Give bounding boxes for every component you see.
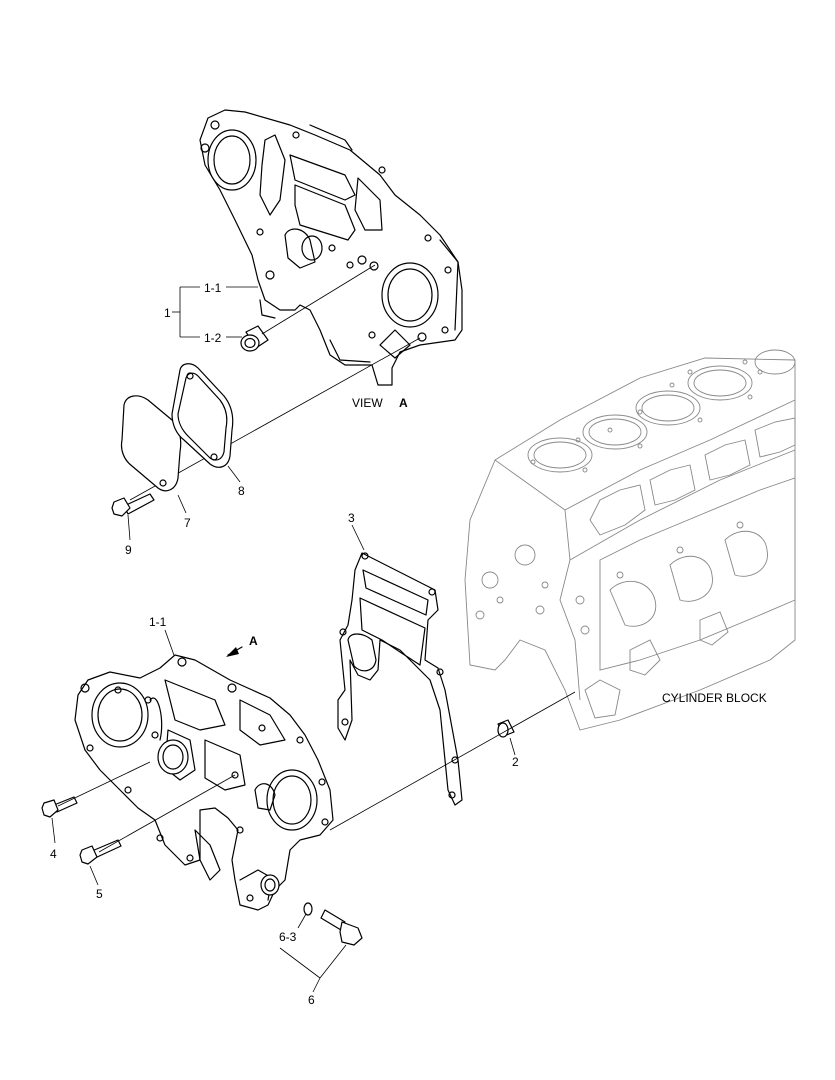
label-1-1-top: 1-1 (204, 281, 222, 295)
view-label: VIEW (352, 396, 383, 410)
bolt-5 (79, 839, 122, 865)
dowel-pin-2 (497, 719, 515, 738)
view-letter: A (399, 396, 408, 410)
label-5: 5 (96, 887, 103, 901)
label-1-1-bottom: 1-1 (149, 615, 167, 629)
cover-plate-7 (120, 395, 182, 492)
bolt-4 (41, 796, 78, 818)
o-ring-6-3 (303, 902, 313, 916)
label-1-2: 1-2 (204, 331, 222, 345)
label-8: 8 (238, 484, 245, 498)
leader-lines-mid (127, 465, 365, 659)
cylinder-block (464, 349, 796, 731)
label-6: 6 (308, 993, 315, 1007)
label-6-3: 6-3 (279, 930, 297, 944)
label-4: 4 (50, 847, 57, 861)
bushing-1-2 (240, 325, 269, 352)
label-7: 7 (184, 516, 191, 530)
cylinder-block-label: CYLINDER BLOCK (662, 691, 767, 705)
front-cover-view-a (199, 109, 463, 386)
label-3: 3 (348, 511, 355, 525)
gasket-3 (337, 552, 463, 806)
gasket-8 (171, 363, 234, 468)
front-cover-main (74, 654, 334, 911)
label-1: 1 (164, 306, 171, 320)
label-2: 2 (512, 755, 519, 769)
arrow-letter: A (249, 634, 258, 648)
bolt-9 (111, 493, 155, 517)
leader-lines-bottom (51, 691, 576, 993)
plug-6 (320, 909, 363, 946)
view-arrow-a (226, 646, 243, 657)
label-9: 9 (125, 543, 132, 557)
